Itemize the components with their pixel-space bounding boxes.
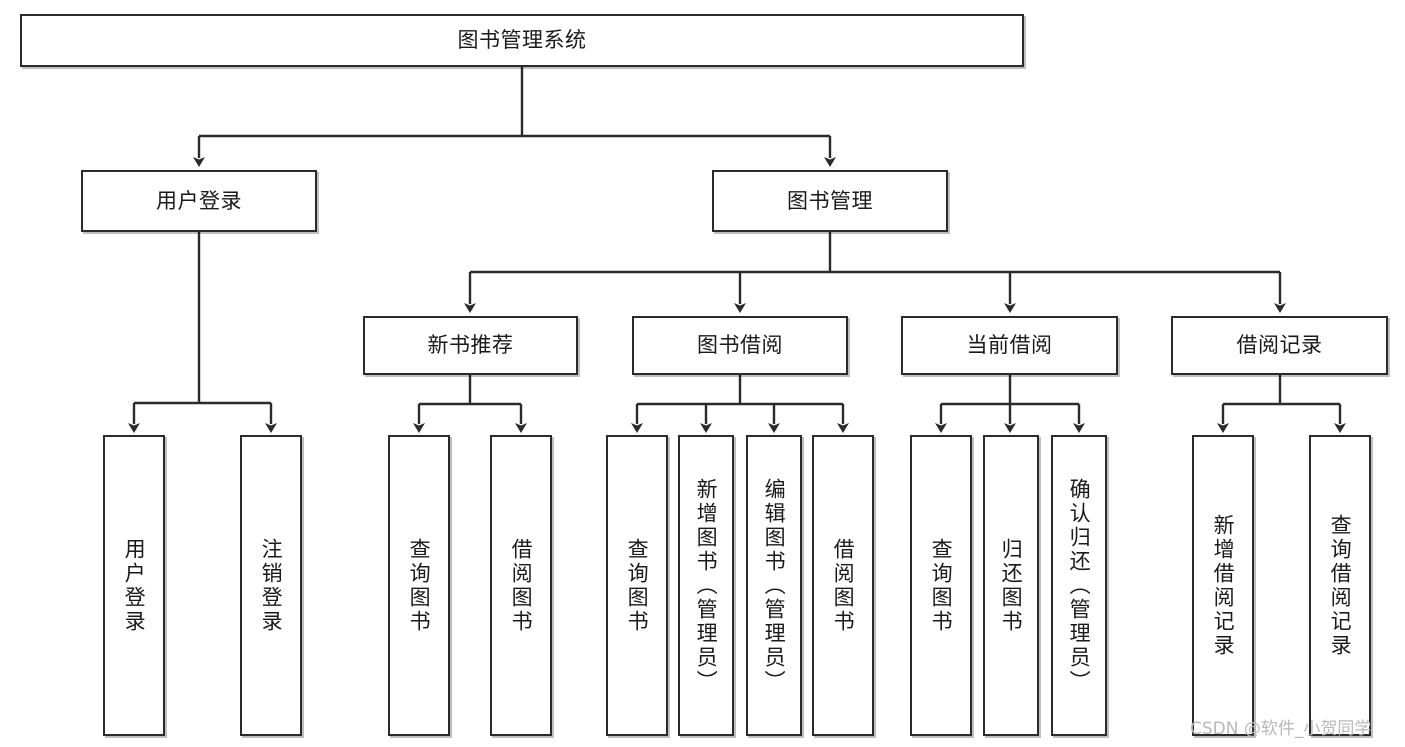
- node-user-login-label: 用户登录: [156, 188, 242, 213]
- node-borrow-record[interactable]: 借阅记录: [1171, 316, 1388, 375]
- node-book-management[interactable]: 图书管理: [712, 170, 948, 232]
- node-leaf-query-borrow-record-label: 查询借阅记录: [1328, 513, 1353, 658]
- node-leaf-borrow-book[interactable]: 借阅图书: [812, 435, 874, 736]
- node-leaf-borrow-query-book-label: 查询图书: [625, 537, 650, 634]
- node-leaf-add-borrow-record[interactable]: 新增借阅记录: [1192, 435, 1254, 736]
- node-new-book-recommend-label: 新书推荐: [427, 333, 514, 358]
- node-leaf-add-book-admin-label: 新增图书（管理员）: [694, 477, 719, 694]
- node-leaf-logout-label: 注销登录: [259, 537, 284, 634]
- node-book-management-label: 图书管理: [787, 188, 873, 213]
- node-leaf-edit-book-admin[interactable]: 编辑图书（管理员）: [746, 435, 802, 736]
- node-borrow-record-label: 借阅记录: [1236, 333, 1323, 358]
- node-leaf-confirm-return-admin-label: 确认归还（管理员）: [1067, 477, 1092, 694]
- node-leaf-current-query-book[interactable]: 查询图书: [910, 435, 972, 736]
- node-book-borrow[interactable]: 图书借阅: [632, 316, 848, 375]
- node-new-book-recommend[interactable]: 新书推荐: [363, 316, 578, 375]
- node-current-borrow[interactable]: 当前借阅: [901, 316, 1118, 375]
- node-leaf-edit-book-admin-label: 编辑图书（管理员）: [762, 477, 787, 694]
- node-leaf-user-login-label: 用户登录: [122, 537, 147, 634]
- node-leaf-add-borrow-record-label: 新增借阅记录: [1211, 513, 1236, 658]
- node-leaf-borrow-query-book[interactable]: 查询图书: [606, 435, 668, 736]
- node-leaf-new-query-book[interactable]: 查询图书: [388, 435, 450, 736]
- node-leaf-return-book-label: 归还图书: [999, 537, 1024, 634]
- node-root-label: 图书管理系统: [457, 28, 587, 53]
- node-book-borrow-label: 图书借阅: [697, 333, 783, 358]
- node-leaf-new-query-book-label: 查询图书: [407, 537, 432, 634]
- node-root[interactable]: 图书管理系统: [20, 14, 1024, 67]
- node-leaf-return-book[interactable]: 归还图书: [983, 435, 1039, 736]
- node-leaf-borrow-book-label: 借阅图书: [831, 537, 856, 634]
- node-leaf-add-book-admin[interactable]: 新增图书（管理员）: [678, 435, 734, 736]
- node-leaf-query-borrow-record[interactable]: 查询借阅记录: [1309, 435, 1371, 736]
- node-leaf-current-query-book-label: 查询图书: [929, 537, 954, 634]
- node-user-login[interactable]: 用户登录: [81, 170, 317, 232]
- node-leaf-logout[interactable]: 注销登录: [240, 435, 302, 736]
- node-leaf-new-borrow-book[interactable]: 借阅图书: [490, 435, 552, 736]
- node-leaf-confirm-return-admin[interactable]: 确认归还（管理员）: [1051, 435, 1107, 736]
- node-leaf-user-login[interactable]: 用户登录: [103, 435, 165, 736]
- node-current-borrow-label: 当前借阅: [966, 333, 1053, 358]
- node-leaf-new-borrow-book-label: 借阅图书: [509, 537, 534, 634]
